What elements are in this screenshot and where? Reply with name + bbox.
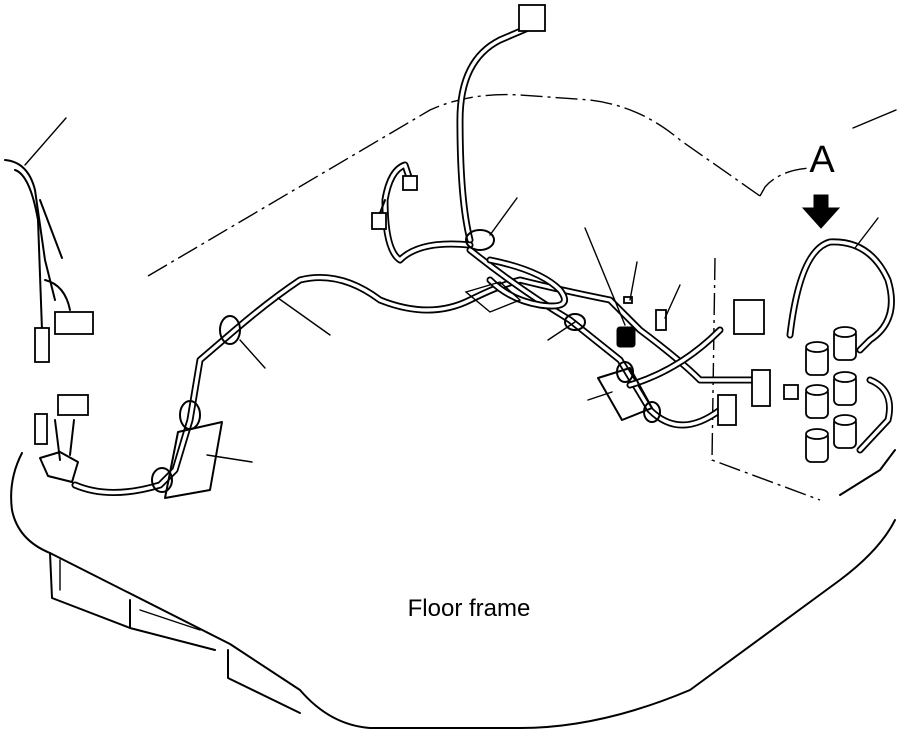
clamp-5 [564, 313, 586, 331]
bolt-fitting [616, 296, 667, 348]
solenoid-1 [805, 341, 829, 376]
mounting-plates [164, 281, 653, 499]
main-wire-harness [71, 24, 764, 496]
branch-connector-upper [402, 175, 418, 191]
solenoid-6 [833, 414, 857, 449]
relay-connector [733, 299, 765, 335]
left-lower-connector-b [34, 413, 48, 445]
left-upper-harness [4, 159, 94, 363]
leader-lines [206, 197, 879, 463]
clamp-4 [465, 229, 495, 251]
left-lower-connector-a [57, 394, 89, 416]
solenoid-3 [805, 384, 829, 419]
solenoid-5 [805, 428, 829, 463]
floor-frame-outline [10, 93, 897, 729]
left-upper-connector-large [54, 311, 94, 335]
floor-frame-label: Floor frame [408, 595, 531, 622]
solenoid-4 [833, 371, 857, 406]
left-lower-connectors [34, 394, 89, 483]
harness-clamps [151, 229, 661, 493]
small-connector [783, 384, 799, 400]
top-connector [518, 4, 546, 32]
branch-connector-lower [371, 212, 387, 230]
clamp-1 [219, 315, 241, 345]
down-arrow-icon [801, 194, 841, 229]
lower-connector [717, 394, 737, 426]
left-upper-connector-small [34, 327, 50, 363]
plate-right [597, 367, 653, 421]
view-marker-label: A [809, 139, 835, 181]
solenoid-2 [833, 326, 857, 361]
plate-center [464, 281, 522, 313]
clamp-3 [151, 467, 173, 493]
side-connector [751, 369, 771, 407]
view-arrow [801, 194, 841, 229]
plate-left [164, 421, 223, 499]
solenoid-valve-group [786, 238, 895, 463]
